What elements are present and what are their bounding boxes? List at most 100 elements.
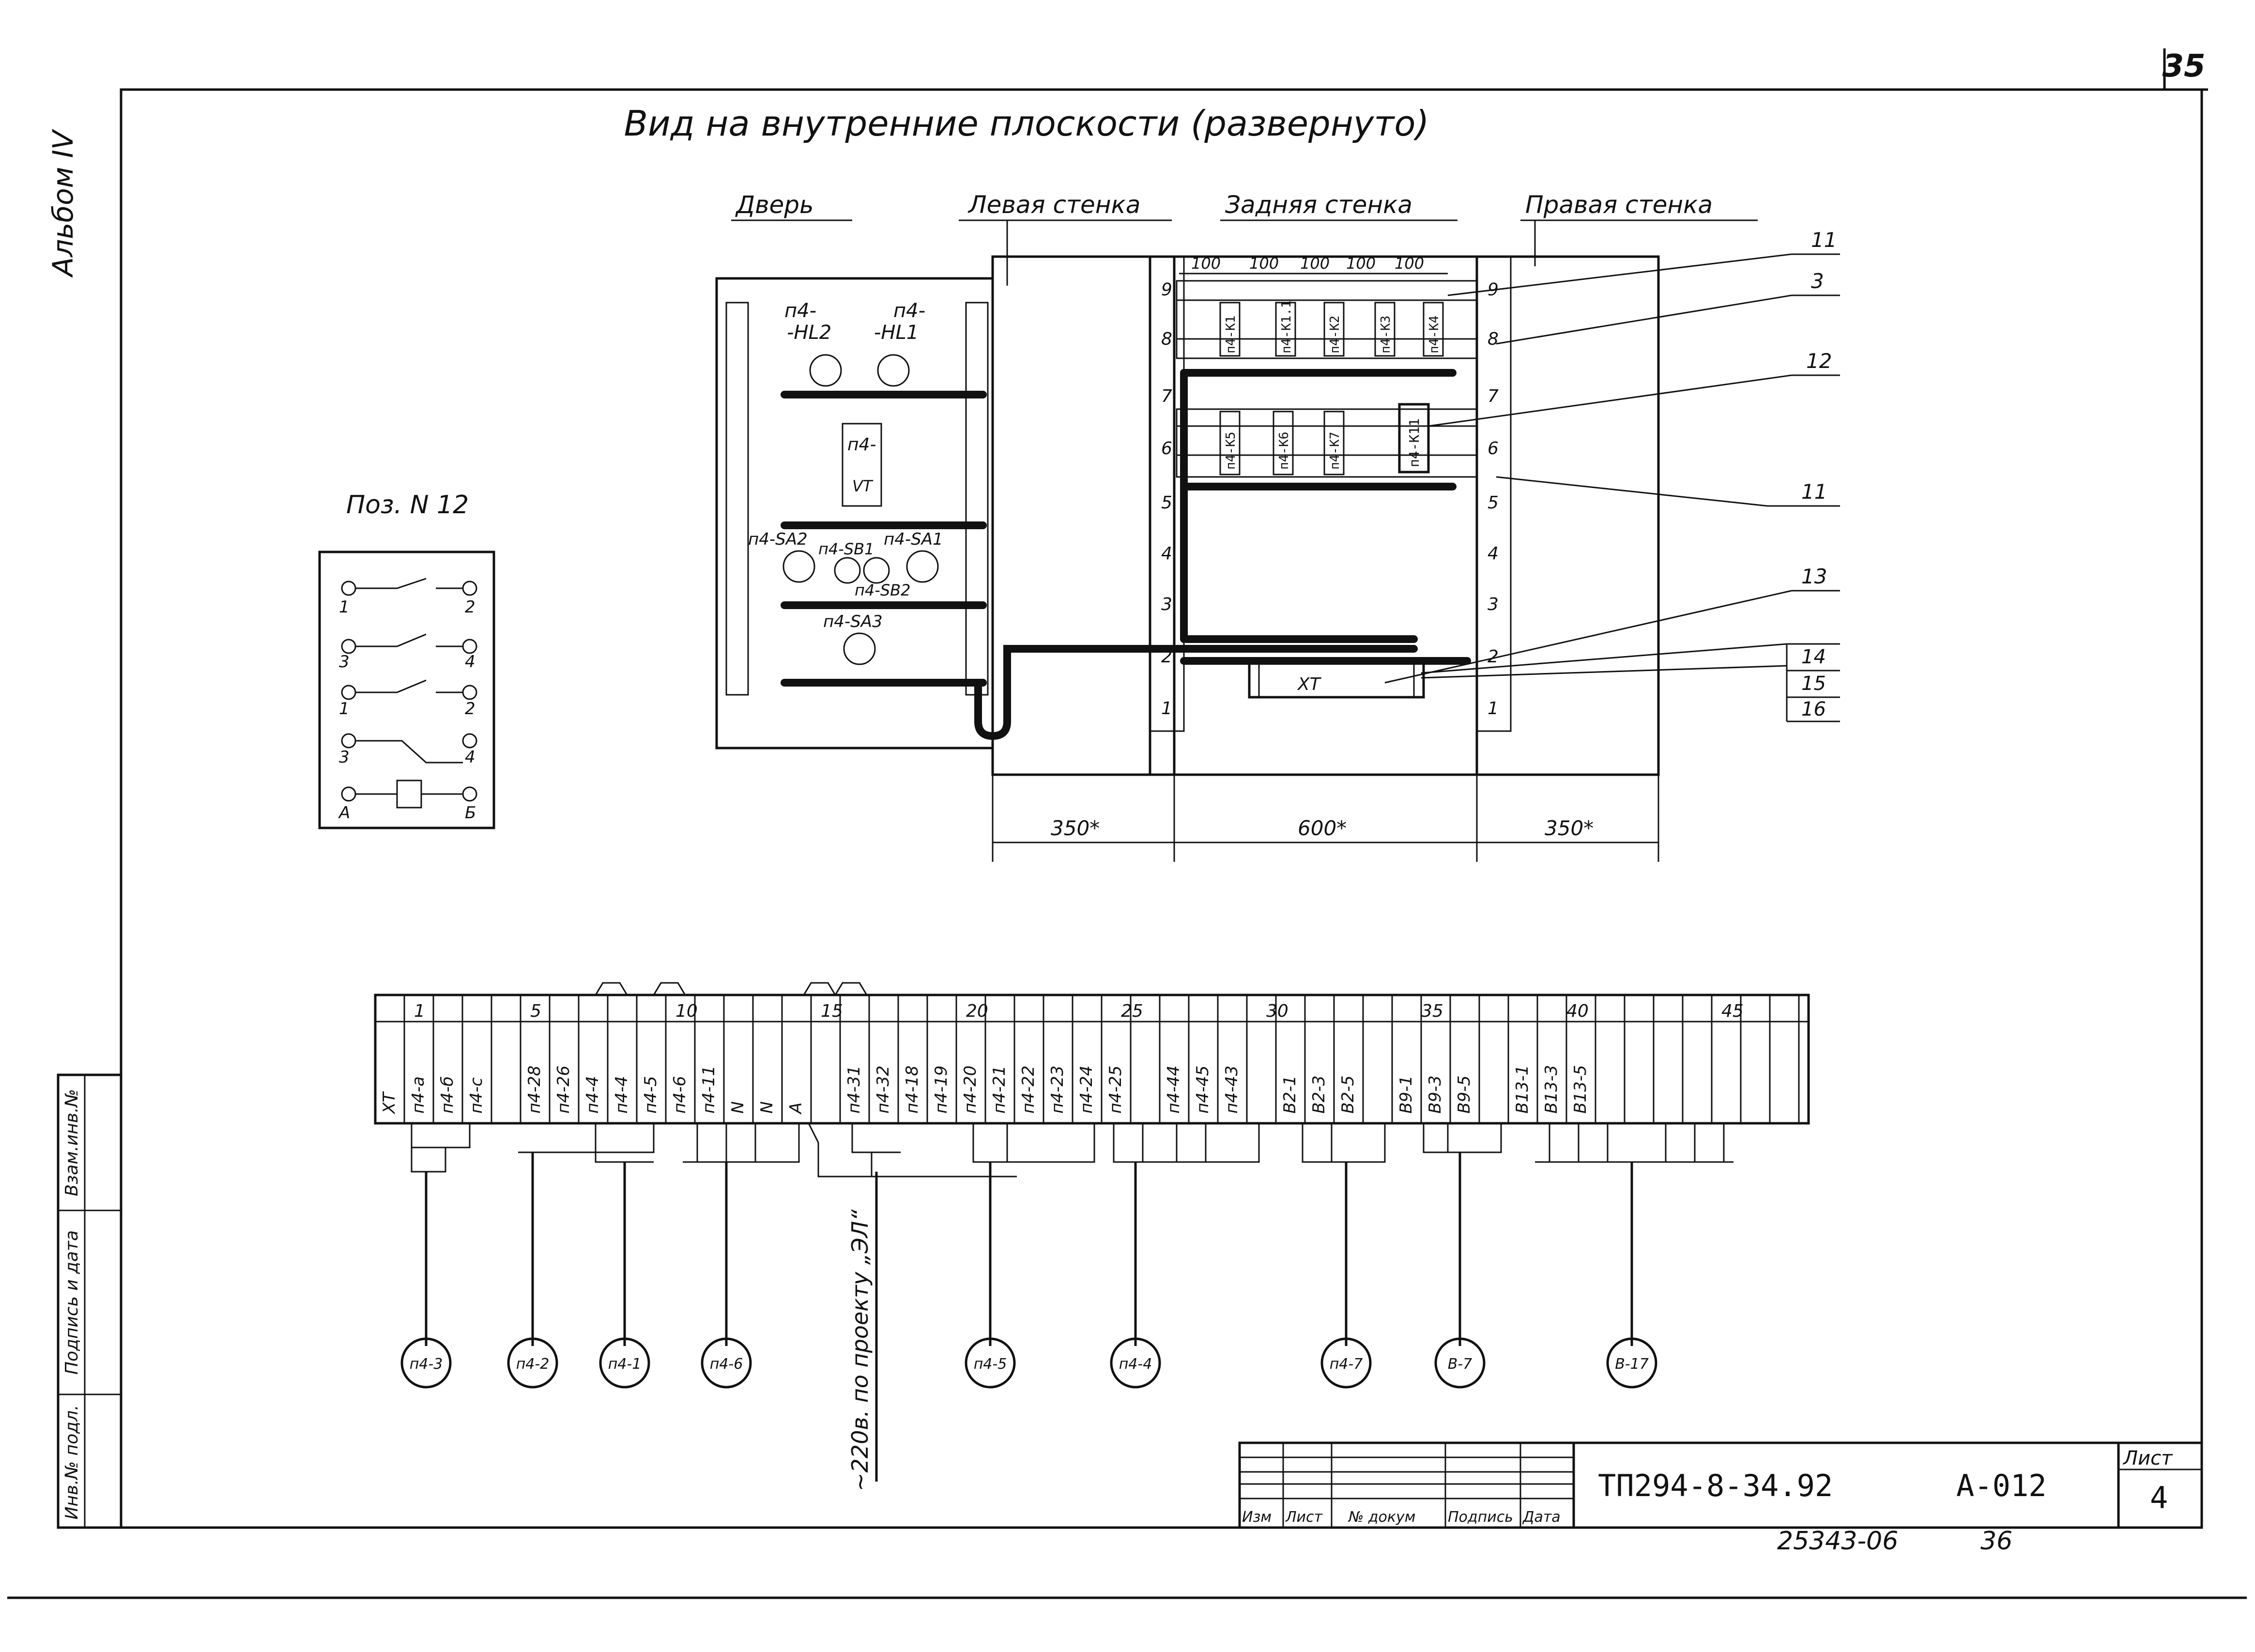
album-label: Альбом IV xyxy=(46,128,79,278)
svg-text:15: 15 xyxy=(1801,673,1826,695)
callouts: 11 3 12 11 13 14 15 16 xyxy=(1384,228,1840,722)
strip-terminal-label: А xyxy=(786,1102,806,1115)
svg-text:п4-: п4- xyxy=(893,300,925,322)
strip-terminal-label: п4-20 xyxy=(961,1066,980,1114)
strip-terminal-label: п4-32 xyxy=(874,1066,893,1114)
cable-label: п4-6 xyxy=(710,1356,743,1373)
right-wall-panel xyxy=(1475,255,1660,776)
supply-note: ~220в. по проекту „ЭЛ“ xyxy=(847,1209,873,1491)
svg-text:Левая стенка: Левая стенка xyxy=(967,191,1140,219)
svg-text:п4-SB2: п4-SB2 xyxy=(855,581,910,599)
svg-text:350*: 350* xyxy=(1545,816,1594,840)
title-block: Изм Лист № докум Подпись Дата ТП294-8-34… xyxy=(1238,1441,2203,1529)
strip-terminal-label: В13-5 xyxy=(1571,1065,1590,1114)
svg-text:2: 2 xyxy=(465,699,476,719)
strip-terminal-label: п4-44 xyxy=(1164,1066,1183,1114)
switch-sa3-icon xyxy=(843,632,876,665)
svg-text:4: 4 xyxy=(465,748,476,767)
svg-text:30: 30 xyxy=(1266,1001,1289,1021)
svg-text:100: 100 xyxy=(1249,254,1279,273)
svg-text:Дверь: Дверь xyxy=(735,191,814,219)
button-sb1-icon xyxy=(834,557,861,584)
svg-text:4: 4 xyxy=(1161,544,1172,564)
door-panel: п4- -HL2 п4- -HL1 п4- VT п4-SA2 п4-SB1 п… xyxy=(715,277,994,750)
strip-terminal-label: В9-3 xyxy=(1426,1075,1445,1114)
svg-text:п4-К3: п4-К3 xyxy=(1379,316,1393,353)
svg-text:7: 7 xyxy=(1161,386,1172,406)
svg-text:16: 16 xyxy=(1801,698,1826,720)
strip-terminal-label: В13-3 xyxy=(1542,1065,1561,1114)
svg-text:100: 100 xyxy=(1346,254,1376,273)
rear-wall-panel: 9 8 7 6 5 4 3 2 1 9 8 7 6 5 4 3 2 1 100 … xyxy=(1149,254,1512,776)
strip-terminal-label: п4-23 xyxy=(1048,1066,1067,1114)
svg-text:10: 10 xyxy=(675,1001,698,1021)
svg-text:8: 8 xyxy=(1161,329,1172,349)
svg-text:п4-SA3: п4-SA3 xyxy=(823,612,883,631)
svg-text:5: 5 xyxy=(1488,493,1499,513)
button-sb2-icon xyxy=(863,557,890,584)
svg-text:п4-К7: п4-К7 xyxy=(1328,432,1342,470)
svg-text:А: А xyxy=(338,803,350,823)
svg-text:п4-К6: п4-К6 xyxy=(1277,432,1291,470)
designation: ТП294-8-34.92 xyxy=(1598,1468,1833,1503)
svg-text:35: 35 xyxy=(1421,1001,1443,1021)
svg-text:п4-: п4- xyxy=(784,300,816,322)
strip-terminal-label: п4-21 xyxy=(990,1066,1009,1114)
svg-text:11: 11 xyxy=(1811,228,1837,252)
svg-text:8: 8 xyxy=(1488,329,1499,349)
svg-text:п4-К1.1: п4-К1.1 xyxy=(1279,300,1294,353)
svg-text:3: 3 xyxy=(339,748,350,767)
svg-text:Взам.инв.№: Взам.инв.№ xyxy=(62,1089,82,1196)
svg-text:3: 3 xyxy=(1161,595,1172,614)
svg-text:13: 13 xyxy=(1801,565,1827,588)
strip-terminal-label: п4-4 xyxy=(612,1076,631,1114)
strip-terminal-label: п4-5 xyxy=(641,1076,660,1114)
strip-terminal-label: В2-1 xyxy=(1280,1075,1300,1114)
svg-text:1: 1 xyxy=(339,699,350,719)
svg-text:п4-К1: п4-К1 xyxy=(1224,316,1238,353)
switch-sa1-icon xyxy=(906,550,939,583)
cable-runs xyxy=(411,1123,1733,1482)
svg-text:1: 1 xyxy=(1161,699,1172,719)
voltmeter-icon xyxy=(842,423,882,507)
strip-terminal-label: В13-1 xyxy=(1513,1065,1532,1114)
cable-label: п4-1 xyxy=(608,1356,642,1373)
strip-terminal-label: п4-а xyxy=(409,1076,428,1114)
svg-text:40: 40 xyxy=(1566,1001,1589,1021)
strip-terminal-label: п4-4 xyxy=(583,1076,602,1114)
strip-terminal-label: п4-26 xyxy=(554,1066,573,1114)
strip-terminal-label: п4-18 xyxy=(903,1066,922,1114)
svg-text:п4-SB1: п4-SB1 xyxy=(818,540,874,558)
svg-text:15: 15 xyxy=(821,1001,843,1021)
strip-terminal-label: В2-3 xyxy=(1309,1075,1329,1114)
svg-text:350*: 350* xyxy=(1051,816,1100,840)
archive-number: 25343-06 xyxy=(1777,1527,1898,1556)
terminal-block-xt xyxy=(1248,662,1425,699)
svg-text:14: 14 xyxy=(1801,646,1826,668)
sheet-number: 4 xyxy=(2150,1480,2168,1515)
svg-text:2: 2 xyxy=(1161,647,1172,667)
cable-label: п4-3 xyxy=(410,1356,443,1373)
svg-text:9: 9 xyxy=(1161,280,1172,300)
svg-text:Задняя стенка: Задняя стенка xyxy=(1225,191,1412,219)
svg-text:3: 3 xyxy=(339,652,350,672)
cable-markers: п4-3 п4-2 п4-1 п4-6 п4-5 п4-4 п4-7 В-7 В… xyxy=(400,1337,1657,1389)
strip-terminal-label: п4-19 xyxy=(932,1066,951,1114)
svg-text:Поз. N 12: Поз. N 12 xyxy=(346,490,469,520)
cable-label: п4-5 xyxy=(974,1356,1007,1373)
svg-text:45: 45 xyxy=(1721,1001,1744,1021)
svg-text:п4-SA1: п4-SA1 xyxy=(884,530,943,549)
cable-label: п4-4 xyxy=(1119,1356,1152,1373)
lamp-hl2-icon xyxy=(809,354,842,387)
strip-terminal-label: п4-31 xyxy=(844,1066,864,1114)
svg-text:3: 3 xyxy=(1488,595,1499,614)
svg-text:4: 4 xyxy=(1488,544,1499,564)
svg-text:п4-К4: п4-К4 xyxy=(1427,316,1442,353)
svg-text:п4-К2: п4-К2 xyxy=(1328,316,1342,353)
svg-text:Лист: Лист xyxy=(1285,1509,1323,1526)
svg-text:600*: 600* xyxy=(1298,816,1347,840)
drawing-frame xyxy=(120,88,2203,1529)
strip-terminal-label: п4-с xyxy=(467,1077,486,1114)
